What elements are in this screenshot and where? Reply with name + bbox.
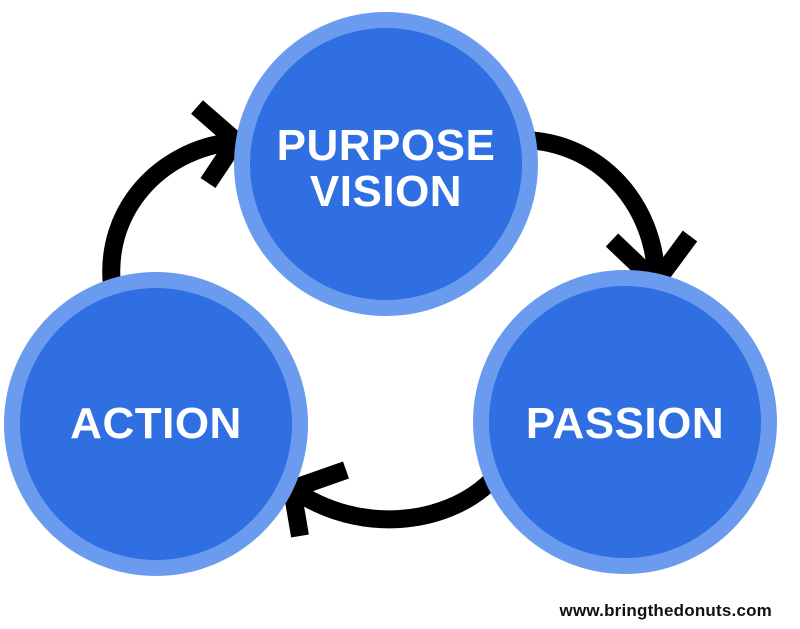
node-purpose-vision: PURPOSE VISION	[234, 12, 538, 316]
node-passion: PASSION	[473, 270, 777, 574]
node-purpose-vision-label-line2: VISION	[310, 167, 462, 216]
site-url: www.bringthedonuts.com	[559, 601, 772, 620]
node-passion-label: PASSION	[526, 399, 724, 448]
node-purpose-vision-circle	[250, 28, 522, 300]
arrow-action-to-purpose	[102, 100, 248, 287]
arrow-purpose-to-passion	[523, 131, 698, 296]
node-action-label: ACTION	[70, 399, 242, 448]
node-passion-circle	[489, 286, 761, 558]
node-purpose-vision-label-line1: PURPOSE	[277, 121, 496, 170]
node-action: ACTION	[4, 272, 308, 576]
node-action-circle	[20, 288, 292, 560]
arrow-passion-to-action-curve	[288, 475, 497, 529]
arrow-passion-to-action	[281, 461, 497, 538]
arrow-purpose-to-passion-curve	[523, 131, 665, 279]
arrow-action-to-purpose-curve	[102, 133, 234, 287]
